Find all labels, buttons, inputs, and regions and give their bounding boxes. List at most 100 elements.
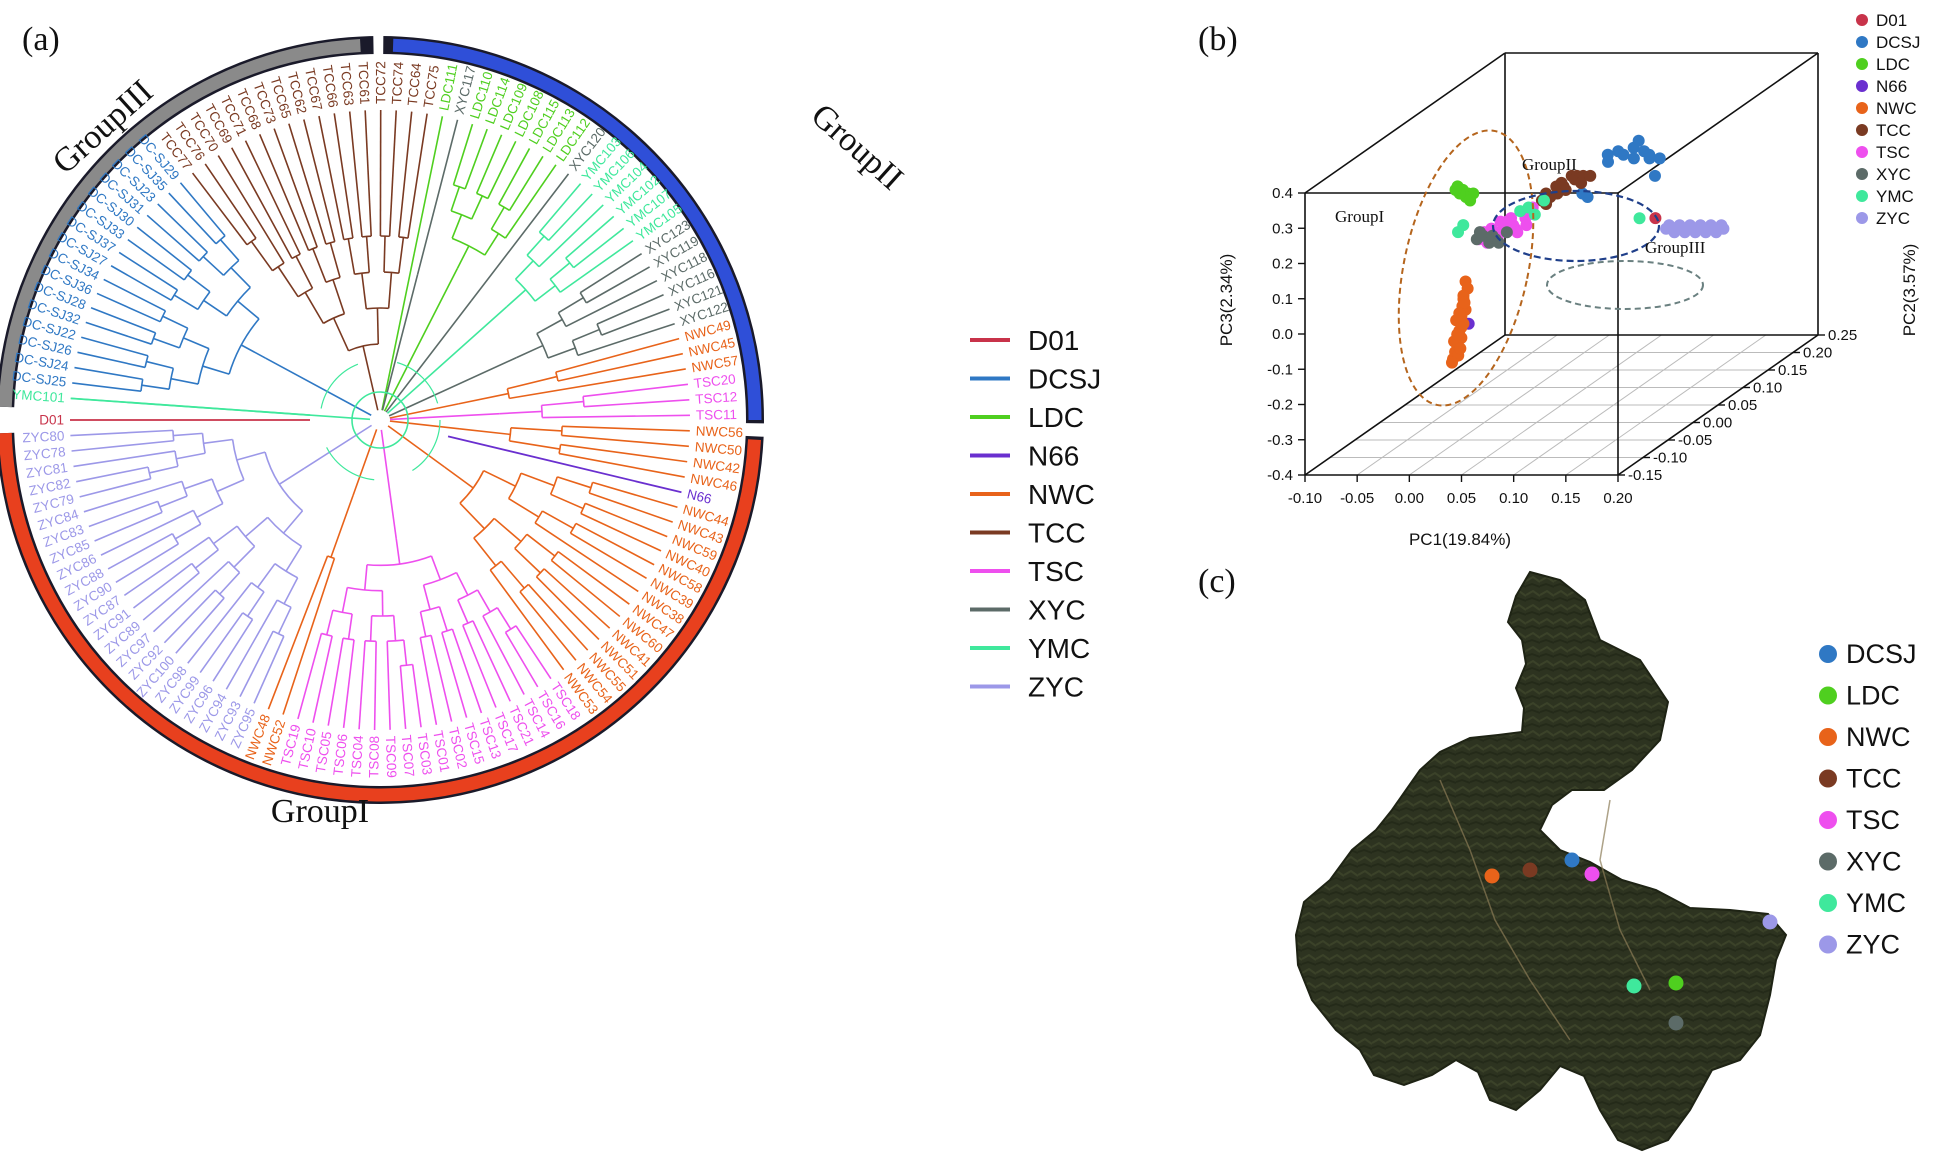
- region-outline: [1294, 570, 1788, 1152]
- tree-branch: [441, 632, 468, 718]
- pca-point: [1584, 169, 1597, 182]
- tree-branch: [277, 606, 292, 635]
- leaf-label: TSC20: [693, 371, 736, 391]
- tree-branch: [585, 266, 650, 304]
- legend-swatch: [1819, 728, 1837, 746]
- tree-branch: [487, 140, 517, 199]
- tree-branch: [416, 119, 459, 275]
- tree-branch: [381, 274, 419, 411]
- tree-branch: [168, 368, 175, 390]
- pca-point: [1649, 212, 1662, 225]
- tree-branch: [146, 360, 174, 370]
- tree-branch: [308, 246, 318, 252]
- tree-branch: [498, 148, 531, 205]
- tree-branch: [174, 523, 202, 540]
- z-tick-label: 0.2: [1272, 256, 1293, 273]
- tree-branch: [515, 625, 552, 680]
- tree-branch: [507, 375, 558, 390]
- leaf-label: DC-SJ25: [11, 368, 67, 389]
- tree-branch: [475, 134, 503, 194]
- tree-branch: [534, 522, 639, 593]
- x-tick-label: -0.10: [1288, 490, 1322, 507]
- y-tick-label: 0.05: [1728, 397, 1757, 414]
- tree-branch: [510, 427, 562, 432]
- tree-branch: [387, 425, 446, 468]
- tree-branch: [253, 635, 285, 704]
- pca-point: [1451, 328, 1464, 341]
- tree-branch: [506, 289, 527, 308]
- tree-branch: [239, 630, 274, 697]
- tree-branch: [438, 606, 448, 632]
- tree-branch: [168, 192, 217, 245]
- tree-branch: [571, 340, 579, 356]
- legend-swatch: [1856, 102, 1868, 114]
- group3-arc: [0, 39, 361, 408]
- tree-branch: [163, 589, 216, 644]
- map-site-marker: [1522, 862, 1538, 878]
- tree-branch: [403, 639, 408, 666]
- pca-point: [1643, 152, 1656, 165]
- tree-branch: [197, 291, 211, 310]
- tree-branch: [157, 203, 208, 253]
- tree-branch: [370, 380, 379, 411]
- group1-arc: [0, 432, 761, 802]
- tree-branch: [329, 242, 341, 278]
- tree-branch: [132, 562, 193, 609]
- leaf-label: TSC11: [696, 407, 737, 423]
- box-edge: [1304, 334, 1506, 476]
- pca-point: [1458, 296, 1471, 309]
- tree-branch: [490, 228, 506, 239]
- legend-label: YMC: [1876, 187, 1914, 206]
- tree-branch: [516, 344, 544, 359]
- map-site-marker: [1762, 914, 1778, 930]
- sampling-map: [1294, 570, 1788, 1152]
- tree-branch: [213, 525, 238, 545]
- tree-branch: [236, 451, 266, 461]
- y-tick-label: -0.10: [1653, 450, 1687, 467]
- tree-branch: [342, 639, 355, 728]
- tree-branch: [237, 300, 260, 320]
- pca-point: [1617, 148, 1630, 161]
- tree-branch: [327, 555, 335, 560]
- tree-branch: [542, 414, 690, 419]
- tree-branch: [455, 572, 469, 596]
- tree-branch: [348, 111, 363, 237]
- tree-branch: [557, 550, 630, 605]
- tree-branch: [483, 469, 516, 487]
- tree-branch: [484, 233, 500, 256]
- pca-point: [1520, 219, 1533, 232]
- legend-swatch: [1856, 80, 1868, 92]
- leaf-label: TCC64: [405, 62, 424, 107]
- pca-point: [1464, 194, 1477, 207]
- tree-branch: [582, 383, 689, 398]
- tree-branch: [184, 478, 213, 490]
- tree-branch: [399, 665, 407, 730]
- tree-branch: [149, 465, 179, 474]
- tree-branch: [118, 251, 178, 291]
- tree-branch: [496, 607, 512, 630]
- legend-label: TSC: [1876, 143, 1910, 162]
- tree-branch: [175, 597, 225, 654]
- tree-branch: [70, 397, 311, 417]
- tree-branch: [470, 195, 484, 220]
- panel-label-a: (a): [22, 21, 60, 58]
- tree-branch: [557, 352, 683, 382]
- tree-branch: [187, 274, 211, 293]
- tree-branch: [555, 337, 680, 373]
- pca-point: [1494, 215, 1507, 228]
- tree-branch: [341, 587, 349, 613]
- legend-label: DCSJ: [1876, 33, 1920, 52]
- legend-label: YMC: [1846, 888, 1906, 918]
- tree-branch: [297, 633, 323, 720]
- legend-label: N66: [1876, 77, 1907, 96]
- tree-branch: [534, 284, 556, 302]
- tree-branch: [225, 599, 278, 690]
- tree-branch: [560, 443, 688, 463]
- tree-branch: [498, 203, 510, 212]
- tree-branch: [347, 238, 356, 275]
- tree-branch: [225, 286, 251, 317]
- tree-branch: [81, 336, 149, 357]
